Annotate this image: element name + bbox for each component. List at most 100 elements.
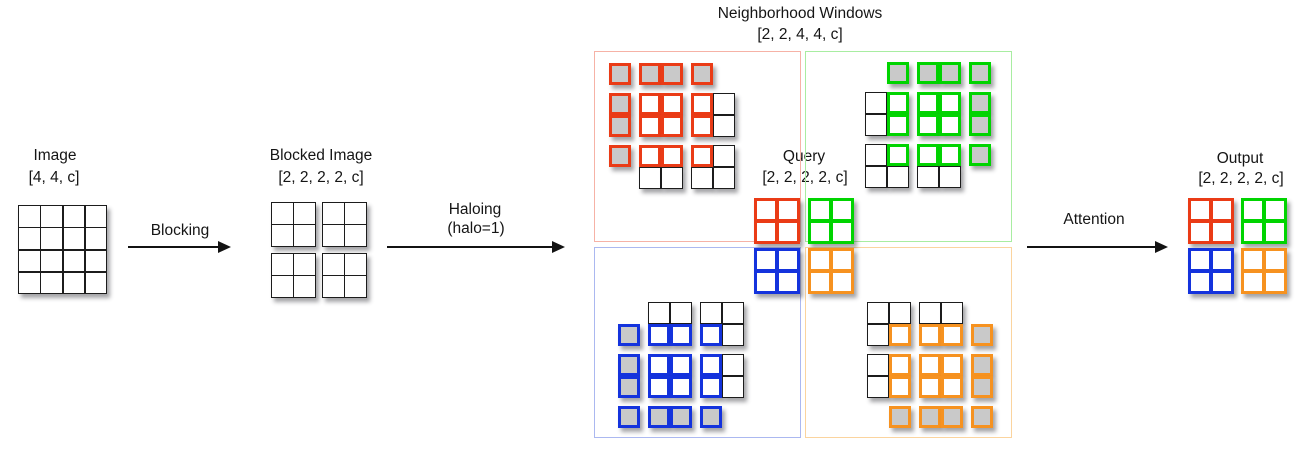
query-block-blue [754,248,800,294]
grid-cell [63,250,85,272]
grid-cell [1191,201,1209,219]
window-cell-orange-r3c4 [971,376,993,398]
window-cell-green-r4c3 [939,166,961,188]
window-cell-red-r1c0 [609,93,631,115]
window-cell-green-r0c2 [917,62,939,84]
grid-cell [832,251,851,269]
window-cell-red-r3c1 [639,145,661,167]
window-cell-red-r1c3 [691,93,713,115]
window-cell-orange-r1c3 [941,324,963,346]
window-cell-blue-r3c2 [670,376,692,398]
grid-cell [19,228,40,249]
grid-cell [1265,272,1284,291]
window-cell-red-r3c3 [691,145,713,167]
grid-cell [323,254,344,275]
window-cell-blue-r2c0 [618,354,640,376]
window-cell-orange-r4c4 [971,406,993,428]
grid-cell [811,222,829,241]
window-cell-orange-r1c1 [889,324,911,346]
window-cell-blue-r0c2 [670,302,692,324]
neighborhood-windows-title: Neighborhood Windows [717,5,883,22]
window-cell-blue-r2c4 [722,354,744,376]
window-cell-red-r2c4 [713,115,735,137]
grid-cell [1244,222,1262,241]
window-cell-blue-r1c0 [618,324,640,346]
grid-cell [19,206,40,227]
window-cell-blue-r4c2 [670,406,692,428]
window-cell-green-r1c4 [969,92,991,114]
window-cell-red-r4c1 [639,167,661,189]
window-cell-orange-r0c3 [941,302,963,324]
grid-cell [85,206,107,227]
window-cell-blue-r3c0 [618,376,640,398]
grid-cell [1191,222,1209,241]
grid-cell [85,228,107,249]
window-cell-orange-r3c3 [941,376,963,398]
window-cell-blue-r4c0 [618,406,640,428]
grid-cell [41,250,62,272]
arrow-attention-head [1155,240,1168,253]
grid-cell [345,254,366,275]
window-cell-orange-r3c1 [889,376,911,398]
grid-cell [272,203,293,224]
window-cell-red-r3c2 [661,145,683,167]
grid-cell [19,250,40,272]
window-cell-red-r4c4 [713,167,735,189]
output-block-red [1188,198,1234,244]
window-cell-blue-r1c1 [648,324,670,346]
arrow-haloing-head [552,240,565,253]
arrow-haloing-line [387,246,554,249]
window-cell-green-r1c0 [865,92,887,114]
grid-cell [1244,251,1262,269]
grid-cell [19,272,40,294]
grid-cell [1265,251,1284,269]
output-block-green [1241,198,1287,244]
grid-cell [757,251,775,269]
window-cell-green-r3c3 [939,144,961,166]
window-cell-red-r1c2 [661,93,683,115]
window-cell-green-r0c1 [887,62,909,84]
window-cell-blue-r0c1 [648,302,670,324]
query-title: Query [782,148,826,165]
arrow-blocking-head [218,240,231,253]
window-cell-orange-r2c0 [867,354,889,376]
window-cell-blue-r0c3 [700,302,722,324]
grid-cell [41,206,62,227]
window-cell-green-r3c0 [865,144,887,166]
window-cell-green-r4c2 [917,166,939,188]
grid-cell [272,225,293,246]
window-cell-orange-r2c1 [889,354,911,376]
window-cell-red-r1c1 [639,93,661,115]
window-cell-green-r4c1 [887,166,909,188]
image-shape-label: [4, 4, c] [28,169,80,186]
window-cell-orange-r2c2 [919,354,941,376]
grid-cell [323,276,344,297]
grid-cell [272,276,293,297]
window-cell-red-r2c3 [691,115,713,137]
window-cell-blue-r3c4 [722,376,744,398]
window-cell-green-r2c3 [939,114,961,136]
grid-cell [345,225,366,246]
window-cell-green-r3c2 [917,144,939,166]
window-cell-green-r1c1 [887,92,909,114]
window-cell-orange-r2c4 [971,354,993,376]
window-box-red [594,51,801,242]
arrow-blocking-line [128,246,220,249]
grid-cell [345,203,366,224]
grid-cell [85,250,107,272]
window-cell-blue-r3c3 [700,376,722,398]
image-title: Image [33,147,77,164]
window-cell-red-r0c0 [609,63,631,85]
window-cell-orange-r1c2 [919,324,941,346]
halo-size-label: (halo=1) [447,220,505,237]
blocking-arrow-label: Blocking [150,222,210,239]
blocked-image-shape-label: [2, 2, 2, 2, c] [278,169,364,186]
window-cell-blue-r1c4 [722,324,744,346]
window-cell-orange-r1c0 [867,324,889,346]
arrow-attention-line [1027,246,1157,249]
window-cell-green-r2c4 [969,114,991,136]
window-cell-orange-r0c1 [889,302,911,324]
grid-cell [63,206,85,227]
window-cell-orange-r3c0 [867,376,889,398]
window-cell-green-r2c2 [917,114,939,136]
